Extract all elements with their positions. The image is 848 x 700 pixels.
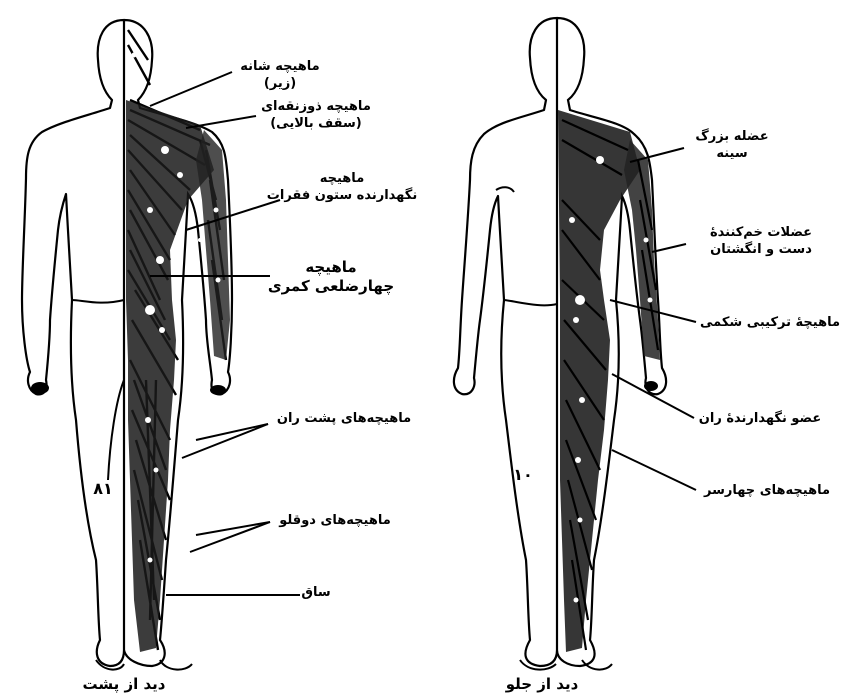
label-shin: ساق bbox=[296, 584, 336, 601]
back-view-figure bbox=[22, 20, 232, 670]
back-right-hand bbox=[210, 385, 226, 395]
front-right-hand bbox=[644, 381, 658, 391]
label-trapezius: ماهیچه ذوزنقه‌ای (سقف بالایی) bbox=[254, 98, 378, 132]
label-abdominal: ماهیچهٔ ترکیبی شکمی bbox=[694, 314, 846, 331]
label-spine-erector: ماهیچه نگهدارنده ستون فقرات bbox=[262, 170, 422, 204]
front-view-figure bbox=[454, 18, 666, 670]
back-view-caption: دید از پشت bbox=[64, 676, 184, 693]
back-figure-mark: ۸۱ bbox=[88, 480, 118, 497]
label-thigh-adductor: عضو نگهدارندهٔ ران bbox=[690, 410, 830, 427]
label-quadratus-lumborum: ماهیچه چهارضلعی کمری bbox=[262, 258, 400, 296]
label-shoulder-muscle: ماهیچه شانه (زیر) bbox=[232, 58, 328, 92]
front-view-caption: دید از جلو bbox=[482, 676, 602, 693]
label-forearm-flexors: عضلات خم‌کنندهٔ دست و انگشتان bbox=[686, 224, 836, 258]
back-left-hand bbox=[31, 382, 49, 394]
label-quadriceps: ماهیچه‌های چهارسر bbox=[694, 482, 840, 499]
label-hamstrings: ماهیچه‌های پشت ران bbox=[264, 410, 424, 427]
label-calf: ماهیچه‌های دوقلو bbox=[270, 512, 400, 529]
back-right-foot bbox=[160, 660, 192, 670]
front-figure-mark: ۱۰ bbox=[508, 466, 538, 483]
label-pectoral: عضله بزرگ سینه bbox=[684, 128, 780, 162]
back-body-outline bbox=[22, 20, 124, 666]
front-body-outline bbox=[454, 18, 557, 666]
